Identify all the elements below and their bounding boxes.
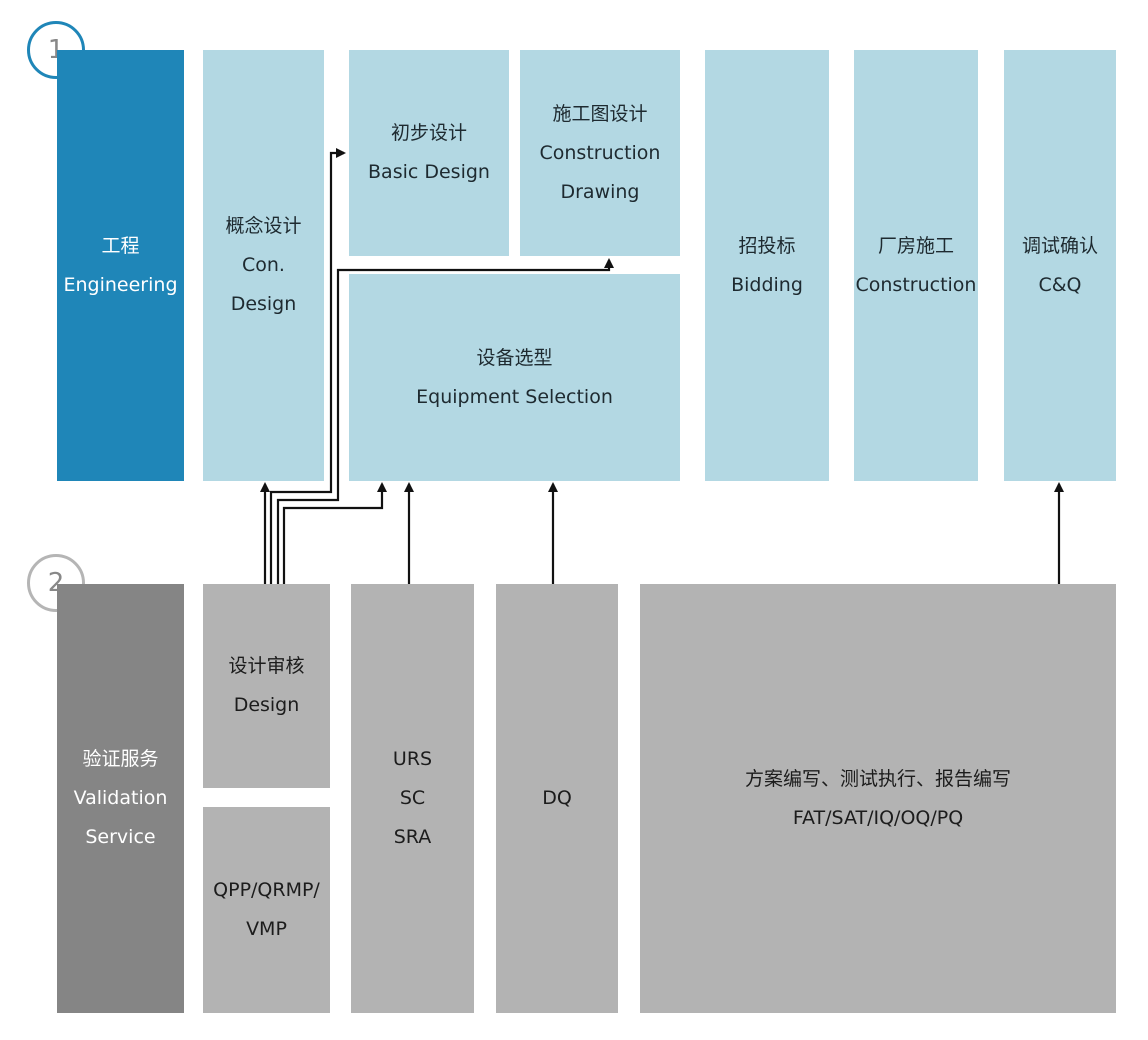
equipment-selection-box: 设备选型 Equipment Selection [349, 274, 680, 481]
construction-drawing-en2: Drawing [560, 180, 640, 203]
design-review-box: 设计审核 Design [203, 584, 330, 788]
dq-label: DQ [542, 787, 572, 809]
cq-en: C&Q [1038, 273, 1082, 296]
construction-drawing-en1: Construction [539, 141, 661, 164]
bidding-box: 招投标 Bidding [705, 50, 829, 481]
design-review-cn: 设计审核 [228, 655, 305, 677]
plans-box: QPP/QRMP/ VMP [203, 807, 330, 1013]
protocols-cn: 方案编写、测试执行、报告编写 [744, 767, 1011, 790]
validation-label-en2: Service [85, 826, 156, 848]
plans-line1: QPP/QRMP/ [213, 879, 320, 901]
validation-label-cn: 验证服务 [82, 748, 159, 770]
protocols-box: 方案编写、测试执行、报告编写 FAT/SAT/IQ/OQ/PQ [640, 584, 1116, 1013]
plans-line2: VMP [246, 918, 287, 940]
cq-cn: 调试确认 [1021, 234, 1098, 257]
design-review-en: Design [233, 694, 300, 716]
engineering-header: 工程 Engineering [57, 50, 184, 481]
construction-drawing-box: 施工图设计 Construction Drawing [520, 50, 680, 256]
basic-design-box: 初步设计 Basic Design [349, 50, 509, 256]
urs-line3: SRA [393, 826, 432, 848]
concept-design-box: 概念设计 Con. Design [203, 50, 324, 481]
bidding-cn: 招投标 [738, 234, 796, 257]
urs-line2: SC [399, 787, 426, 809]
bidding-en: Bidding [731, 273, 803, 296]
arrow-design-to-basic [269, 148, 346, 584]
validation-label-en1: Validation [73, 787, 168, 809]
equipment-selection-cn: 设备选型 [476, 346, 553, 369]
construction-en: Construction [855, 273, 977, 296]
urs-box: URS SC SRA [351, 584, 474, 1013]
basic-design-cn: 初步设计 [390, 122, 467, 144]
protocols-en: FAT/SAT/IQ/OQ/PQ [792, 806, 964, 829]
engineering-label-en: Engineering [63, 273, 178, 296]
concept-design-en1: Con. [242, 254, 285, 276]
equipment-selection-en: Equipment Selection [416, 385, 613, 408]
cq-box: 调试确认 C&Q [1004, 50, 1116, 481]
construction-cn: 厂房施工 [877, 234, 954, 257]
construction-drawing-cn: 施工图设计 [552, 102, 648, 125]
engineering-label-cn: 工程 [101, 234, 140, 257]
dq-box: DQ [496, 584, 618, 1013]
urs-line1: URS [392, 748, 433, 770]
concept-design-en2: Design [230, 293, 297, 315]
basic-design-en: Basic Design [368, 161, 490, 183]
concept-design-cn: 概念设计 [225, 215, 302, 237]
construction-box: 厂房施工 Construction [854, 50, 978, 481]
arrow-design-to-equipment [282, 482, 387, 584]
validation-header: 验证服务 Validation Service [57, 584, 184, 1013]
arrow-design-to-drawing [276, 258, 614, 584]
